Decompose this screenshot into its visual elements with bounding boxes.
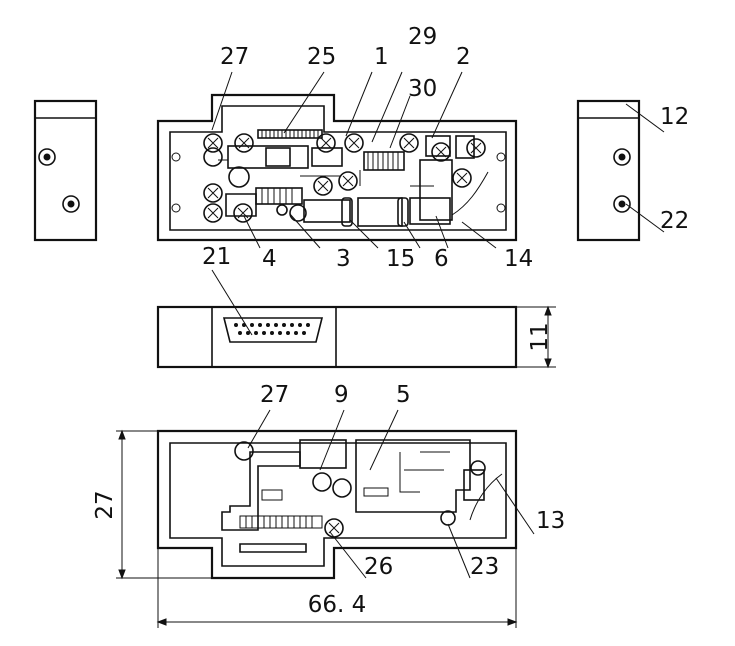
bottom-view xyxy=(156,429,518,580)
callout-5: 5 xyxy=(396,382,411,408)
callout-29: 29 xyxy=(408,24,437,50)
callout-27-top: 27 xyxy=(220,44,249,70)
callout-2: 2 xyxy=(456,44,471,70)
callout-22: 22 xyxy=(660,208,689,234)
callout-labels: 27 25 1 29 2 30 12 22 21 4 3 15 6 14 27 … xyxy=(202,24,689,580)
callout-27-bottom: 27 xyxy=(260,382,289,408)
callout-26: 26 xyxy=(364,554,393,580)
top-view xyxy=(156,93,518,242)
d-sub-connector xyxy=(222,317,324,343)
connector-pins xyxy=(234,323,310,335)
callout-6: 6 xyxy=(434,246,449,272)
callout-23: 23 xyxy=(470,554,499,580)
dimension-depth: 27 xyxy=(92,490,118,519)
dimension-width: 66. 4 xyxy=(308,592,367,618)
callout-15: 15 xyxy=(386,246,415,272)
callout-21: 21 xyxy=(202,244,231,270)
callout-30: 30 xyxy=(408,76,437,102)
right-side-view xyxy=(576,99,641,242)
callout-12: 12 xyxy=(660,104,689,130)
screw-crosses xyxy=(207,137,482,219)
dimension-lines xyxy=(116,305,556,628)
front-view xyxy=(156,305,518,369)
dimension-height: 11 xyxy=(527,322,553,351)
callout-4: 4 xyxy=(262,246,277,272)
callout-1: 1 xyxy=(374,44,389,70)
callout-14: 14 xyxy=(504,246,533,272)
dimension-labels: 11 27 66. 4 xyxy=(92,322,553,618)
left-side-view xyxy=(33,99,98,242)
callout-3: 3 xyxy=(336,246,351,272)
screw-row-top xyxy=(203,133,486,223)
callout-25: 25 xyxy=(307,44,336,70)
callout-13: 13 xyxy=(536,508,565,534)
leader-lines xyxy=(211,71,665,579)
callout-9: 9 xyxy=(334,382,349,408)
